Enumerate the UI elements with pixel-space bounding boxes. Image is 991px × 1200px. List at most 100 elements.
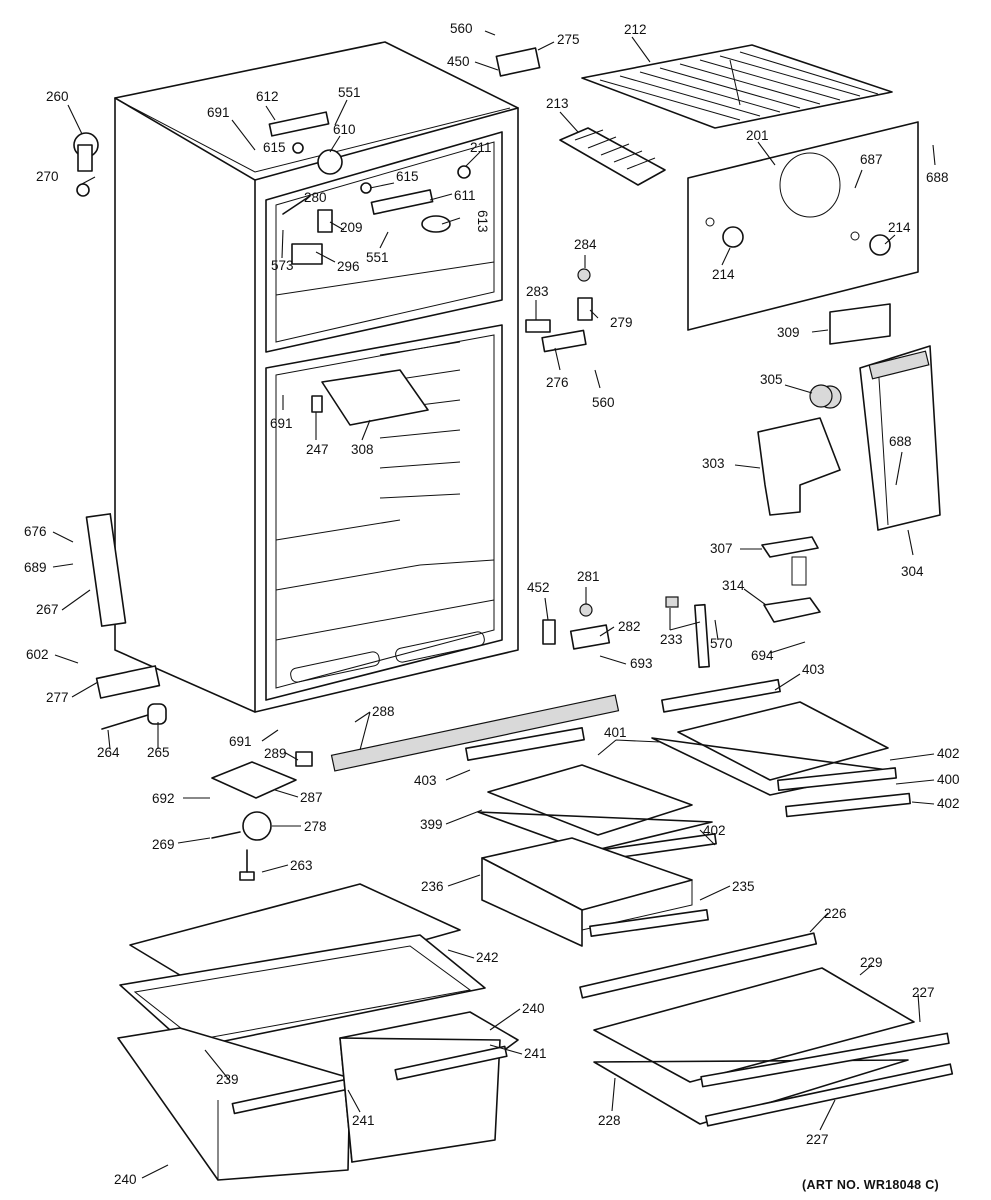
part-label-691: 691 (229, 734, 252, 749)
part-label-303: 303 (702, 456, 725, 471)
part-label-214: 214 (712, 267, 735, 282)
part-label-229: 229 (860, 955, 883, 970)
part-label-551: 551 (366, 250, 389, 265)
part-label-287: 287 (300, 790, 323, 805)
part-label-288: 288 (372, 704, 395, 719)
part-label-560: 560 (450, 21, 473, 36)
part-label-281: 281 (577, 569, 600, 584)
part-label-270: 270 (36, 169, 59, 184)
part-label-402: 402 (937, 746, 960, 761)
part-label-227: 227 (912, 985, 935, 1000)
part-label-263: 263 (290, 858, 313, 873)
part-label-227: 227 (806, 1132, 829, 1147)
part-label-233: 233 (660, 632, 683, 647)
part-label-402: 402 (937, 796, 960, 811)
part-label-296: 296 (337, 259, 360, 274)
part-label-240: 240 (114, 1172, 137, 1187)
part-label-284: 284 (574, 237, 597, 252)
air-duct-303 (757, 417, 841, 516)
part-label-213: 213 (546, 96, 569, 111)
pan-frame-239 (119, 934, 486, 1049)
wire-shelf-212 (581, 44, 893, 129)
part-label-693: 693 (630, 656, 653, 671)
vegetable-pan-left-240 (117, 1027, 363, 1181)
part-label-688: 688 (926, 170, 949, 185)
part-label-691: 691 (270, 416, 293, 431)
part-label-228: 228 (598, 1113, 621, 1128)
part-label-452: 452 (527, 580, 550, 595)
evaporator-cover-201 (687, 121, 919, 331)
small-hardware (73, 47, 833, 881)
part-label-241: 241 (524, 1046, 547, 1061)
part-label-214: 214 (888, 220, 911, 235)
part-label-688: 688 (889, 434, 912, 449)
trim-402-lower (785, 792, 911, 818)
part-label-403: 403 (414, 773, 437, 788)
part-label-269: 269 (152, 837, 175, 852)
part-label-264: 264 (97, 745, 120, 760)
part-label-610: 610 (333, 122, 356, 137)
refrigerator-cabinet (114, 41, 519, 713)
part-label-276: 276 (546, 375, 569, 390)
trim-402-upper (777, 767, 898, 792)
art-number-note: (ART NO. WR18048 C) (802, 1178, 939, 1192)
part-label-560: 560 (592, 395, 615, 410)
part-label-240: 240 (522, 1001, 545, 1016)
part-label-570: 570 (710, 636, 733, 651)
part-label-402: 402 (703, 823, 726, 838)
shelf-frame-228 (593, 1059, 909, 1125)
part-label-615: 615 (396, 169, 419, 184)
part-label-403: 403 (802, 662, 825, 677)
part-label-226: 226 (824, 906, 847, 921)
part-label-212: 212 (624, 22, 647, 37)
part-label-239: 239 (216, 1072, 239, 1087)
rail-233 (694, 603, 710, 669)
glass-shelf-229 (593, 967, 915, 1083)
part-label-283: 283 (526, 284, 549, 299)
ice-tray-213 (559, 127, 666, 186)
part-label-689: 689 (24, 560, 47, 575)
part-label-573: 573 (271, 258, 294, 273)
part-label-282: 282 (618, 619, 641, 634)
part-label-201: 201 (746, 128, 769, 143)
part-label-289: 289 (264, 746, 287, 761)
part-label-307: 307 (710, 541, 733, 556)
part-label-450: 450 (447, 54, 470, 69)
part-label-280: 280 (304, 190, 327, 205)
trim-226 (579, 932, 818, 999)
part-label-612: 612 (256, 89, 279, 104)
part-label-308: 308 (351, 442, 374, 457)
control-housing-304 (859, 345, 941, 531)
trim-227-lower (704, 1063, 954, 1127)
part-label-277: 277 (46, 690, 69, 705)
part-label-400: 400 (937, 772, 960, 787)
part-label-267: 267 (36, 602, 59, 617)
part-label-314: 314 (722, 578, 745, 593)
shelf-399 (477, 764, 713, 853)
part-label-676: 676 (24, 524, 47, 539)
leader-lines (52, 30, 936, 1179)
part-label-694: 694 (751, 648, 774, 663)
trim-403-lower (465, 727, 585, 761)
part-label-265: 265 (147, 745, 170, 760)
vegetable-pan-right-241 (339, 1011, 519, 1163)
part-label-236: 236 (421, 879, 444, 894)
grille-288 (330, 694, 620, 772)
part-label-602: 602 (26, 647, 49, 662)
part-label-309: 309 (777, 325, 800, 340)
part-label-241: 241 (352, 1113, 375, 1128)
crisper-drawer-236 (481, 837, 709, 947)
trim-403-upper (661, 678, 781, 713)
part-label-691: 691 (207, 105, 230, 120)
part-label-209: 209 (340, 220, 363, 235)
damper-314 (763, 597, 821, 623)
trim-227-upper (700, 1032, 950, 1088)
part-label-687: 687 (860, 152, 883, 167)
part-label-401: 401 (604, 725, 627, 740)
diffuser-307 (761, 536, 819, 558)
part-label-304: 304 (901, 564, 924, 579)
part-label-235: 235 (732, 879, 755, 894)
part-label-611: 611 (454, 188, 476, 203)
part-labels: 560 275 212 450 260 612 551 691 610 615 … (24, 21, 960, 1187)
